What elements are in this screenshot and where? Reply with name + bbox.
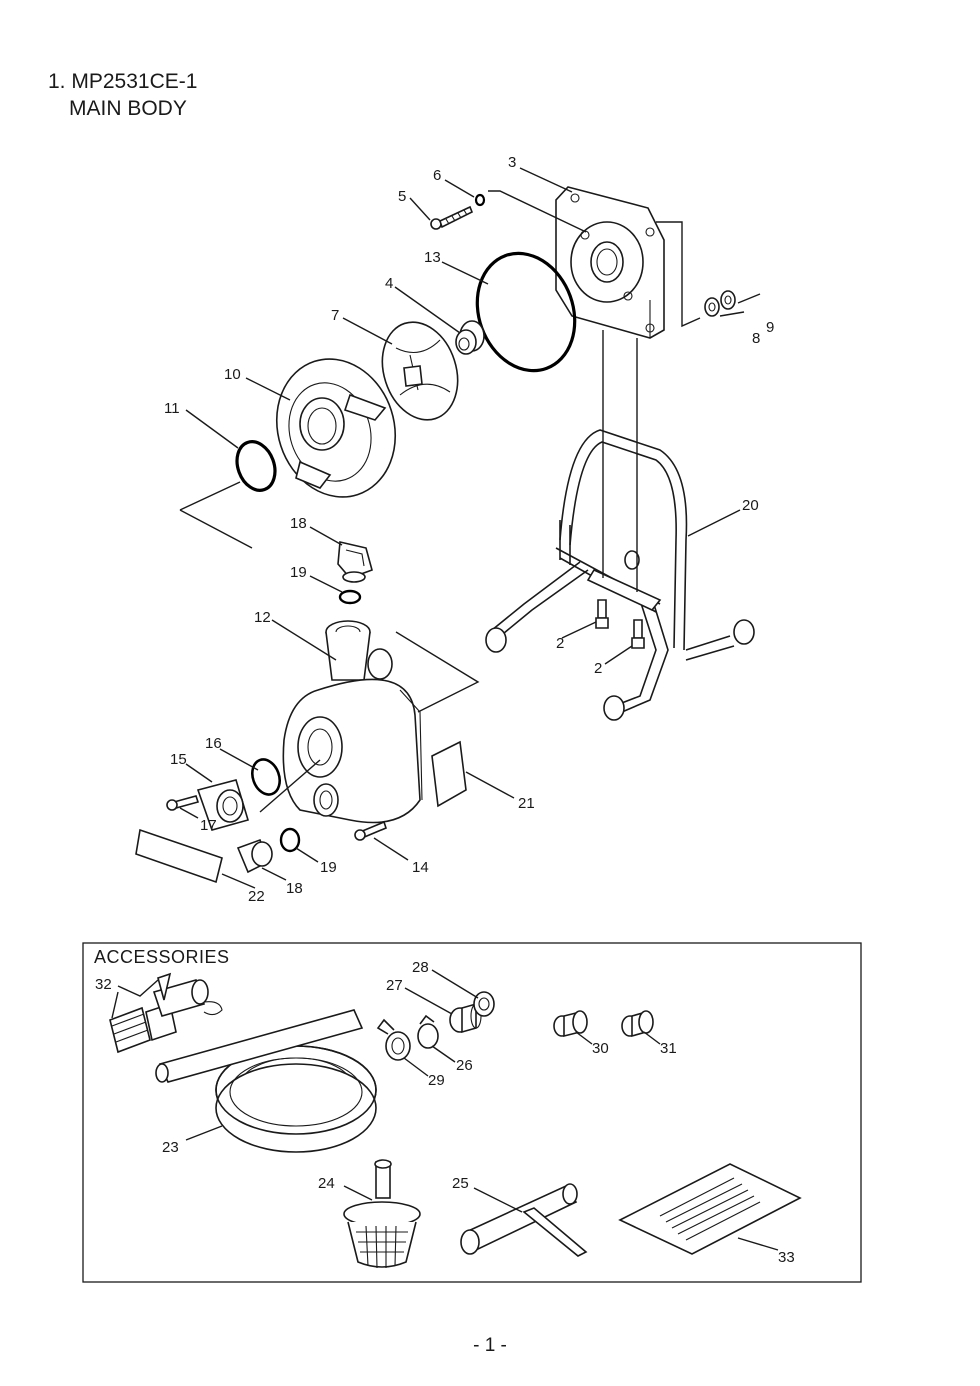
callout-22: 22 [248, 888, 265, 905]
part-25-plug-wrench [460, 1183, 588, 1257]
callout-5: 5 [398, 188, 406, 205]
callout-7: 7 [331, 307, 339, 324]
part-10-volute-case [275, 358, 397, 498]
part-7-impeller [381, 321, 459, 421]
part-17-bolt [166, 795, 200, 811]
callout-25: 25 [452, 1175, 469, 1192]
callout-18-lower: 18 [286, 880, 303, 897]
callout-6: 6 [433, 167, 441, 184]
part-8-washer [704, 297, 720, 317]
part-9-nut [720, 290, 736, 310]
callout-3: 3 [508, 154, 516, 171]
part-32-hose-connector [109, 972, 223, 1054]
callout-16: 16 [205, 735, 222, 752]
callout-29: 29 [428, 1072, 445, 1089]
part-30-nipple [553, 1010, 588, 1038]
callout-9: 9 [766, 319, 774, 336]
part-29-hose-clamp [376, 1018, 411, 1061]
callout-21: 21 [518, 795, 535, 812]
part-15-flange [196, 779, 250, 831]
part-24-strainer [343, 1159, 421, 1269]
page-heading: 1. MP2531CE-1 MAIN BODY [48, 68, 197, 122]
part-4-mechanical-seal [455, 320, 485, 355]
part-2-bolt-a [595, 599, 609, 629]
callout-13: 13 [424, 249, 441, 266]
callout-17: 17 [200, 817, 217, 834]
callout-26: 26 [456, 1057, 473, 1074]
callout-11: 11 [164, 400, 180, 417]
accessory-callout-leaders [111, 969, 779, 1251]
part-18-priming-plug-upper [337, 541, 373, 583]
page-number: - 1 - [473, 1335, 507, 1356]
part-20-frame [485, 429, 755, 721]
part-18-drain-plug-lower [236, 838, 273, 874]
accessories-title: ACCESSORIES [94, 947, 230, 967]
callout-31: 31 [660, 1040, 677, 1057]
callout-8: 8 [752, 330, 760, 347]
part-19-o-ring-lower [279, 827, 301, 853]
part-14-bolt [354, 820, 387, 841]
part-23-suction-hose [155, 1009, 377, 1153]
part-28-gasket-nut [473, 991, 495, 1017]
part-31-nipple [621, 1010, 654, 1038]
part-26-hose-nut [417, 1014, 439, 1049]
part-12-pump-body [282, 620, 423, 824]
callout-15: 15 [170, 751, 187, 768]
part-33-owners-manual [618, 1163, 802, 1255]
callout-18-upper: 18 [290, 515, 307, 532]
part-3-cover-plate [555, 186, 665, 339]
callout-12: 12 [254, 609, 271, 626]
part-16-gasket [251, 758, 281, 796]
model-title: 1. MP2531CE-1 [48, 70, 198, 93]
part-27-hose-joint [449, 1002, 482, 1034]
callout-19-lower: 19 [320, 859, 337, 876]
callout-2-a: 2 [556, 635, 564, 652]
part-21-label [431, 740, 467, 808]
callout-28: 28 [412, 959, 429, 976]
callout-24: 24 [318, 1175, 335, 1192]
callout-20: 20 [742, 497, 759, 514]
accessories-box [82, 942, 862, 1283]
section-title: MAIN BODY [69, 97, 187, 120]
callout-10: 10 [224, 366, 241, 383]
part-5-bolt [430, 205, 474, 230]
callout-2-b: 2 [594, 660, 602, 677]
callout-23: 23 [162, 1139, 179, 1156]
part-6-washer [474, 193, 486, 207]
part-2-bolt-b [631, 619, 645, 649]
callout-4: 4 [385, 275, 393, 292]
callout-14: 14 [412, 859, 429, 876]
callout-27: 27 [386, 977, 403, 994]
part-11-o-ring [235, 440, 277, 492]
part-22-strip [135, 828, 223, 884]
assembly-guide-lines [179, 190, 701, 813]
part-19-o-ring-upper [338, 589, 362, 605]
callout-32: 32 [95, 976, 112, 993]
callout-33: 33 [778, 1249, 795, 1266]
callout-30: 30 [592, 1040, 609, 1057]
callout-19-upper: 19 [290, 564, 307, 581]
callout-leaders [179, 167, 761, 889]
